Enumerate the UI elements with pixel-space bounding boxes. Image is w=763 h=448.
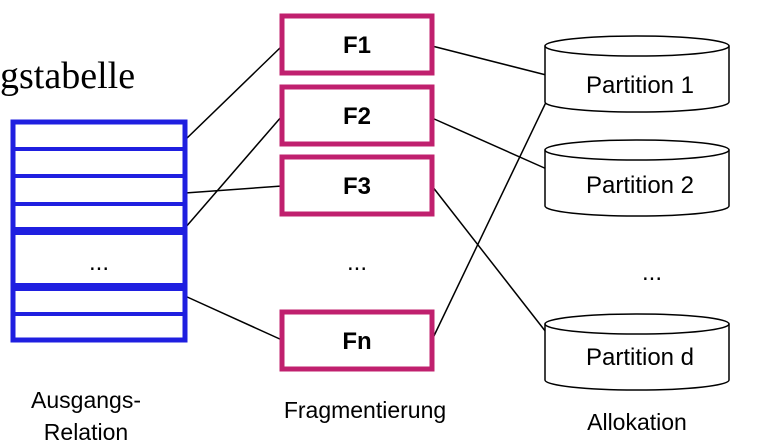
- line-f1-p1: [431, 45, 559, 79]
- line-f3-pd: [431, 185, 561, 351]
- partition-cylinder-1: [544, 35, 730, 113]
- line-fn-p1: [431, 72, 561, 341]
- line-relation-f3: [184, 185, 283, 194]
- line-relation-f2: [184, 115, 283, 229]
- line-relation-f1: [184, 45, 283, 141]
- relation-table: [10, 119, 188, 343]
- relation-caption-line2: Relation: [44, 419, 128, 445]
- fragment-label-f3: F3: [343, 173, 371, 200]
- partition-label-d: Partition d: [586, 344, 694, 371]
- fragment-box-f1: [279, 13, 435, 76]
- fragment-label-f1: F1: [343, 32, 371, 59]
- fragment-label-f2: F2: [343, 103, 371, 130]
- relation-ellipsis: ...: [89, 249, 109, 276]
- partition-caption: Allokation: [587, 409, 687, 435]
- line-f2-p2: [431, 117, 559, 175]
- fragment-label-fn: Fn: [342, 328, 371, 355]
- connector-lines: [184, 45, 561, 351]
- relation-caption-line1: Ausgangs-: [31, 387, 141, 413]
- partition-cylinders: [544, 35, 730, 391]
- partition-label-1: Partition 1: [586, 72, 694, 99]
- fragment-box-f3: [279, 154, 435, 217]
- line-relation-fn: [184, 295, 283, 341]
- partition-cylinder-2: [544, 139, 730, 217]
- fragment-box-f2: [279, 84, 435, 147]
- partition-cylinder-d: [544, 313, 730, 391]
- fragment-boxes: [279, 13, 435, 372]
- title-fragment: gstabelle: [0, 55, 135, 97]
- partition-label-2: Partition 2: [586, 172, 694, 199]
- fragment-ellipsis: ...: [347, 249, 367, 276]
- partition-ellipsis: ...: [642, 259, 662, 286]
- fragment-caption: Fragmentierung: [284, 397, 446, 423]
- fragment-box-fn: [279, 309, 435, 372]
